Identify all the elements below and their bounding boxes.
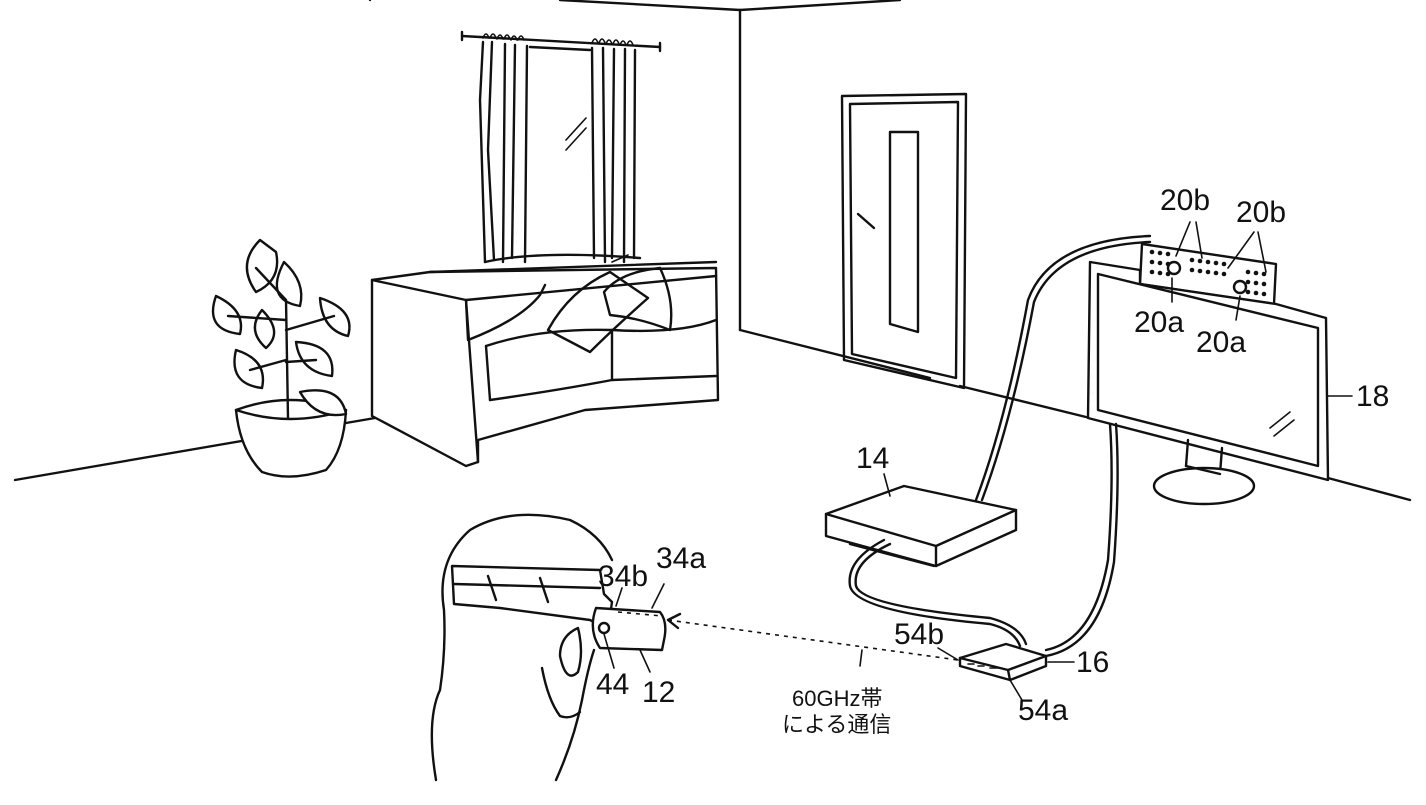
camera-lens-left <box>1166 260 1182 276</box>
note-line2: による通信 <box>782 712 891 737</box>
game-console <box>824 484 1018 568</box>
leader-lines <box>603 221 1353 701</box>
label-display: 18 <box>1356 380 1389 413</box>
label-camera-lens-right: 20a <box>1196 326 1246 359</box>
label-relay-front: 54a <box>1018 694 1068 727</box>
curtain-window <box>460 30 662 264</box>
reference-labels: 14 16 18 20b 20b 20a 20a 34b 34a 44 12 5… <box>596 184 1389 737</box>
label-console: 14 <box>856 442 889 475</box>
relay-device <box>958 642 1048 682</box>
cables <box>848 234 1152 658</box>
label-hmd-front: 34a <box>656 542 706 575</box>
label-camera-mic-left: 20b <box>1160 184 1210 217</box>
label-hmd-antenna: 34b <box>598 560 648 593</box>
display-monitor <box>1086 260 1330 506</box>
wireless-link <box>666 612 959 661</box>
label-hmd: 12 <box>642 676 675 709</box>
sofa <box>370 254 720 468</box>
label-camera-lens-left: 20a <box>1134 306 1184 339</box>
label-camera-mic-right: 20b <box>1236 196 1286 229</box>
user-with-hmd <box>430 513 667 782</box>
potted-plant <box>211 238 351 478</box>
label-hmd-light: 44 <box>596 668 629 701</box>
door <box>840 92 968 390</box>
note-line1: 60GHz帯 <box>792 686 882 711</box>
label-relay-antenna: 54b <box>894 618 944 651</box>
camera-lens-right <box>1232 279 1248 295</box>
label-relay: 16 <box>1076 646 1109 679</box>
